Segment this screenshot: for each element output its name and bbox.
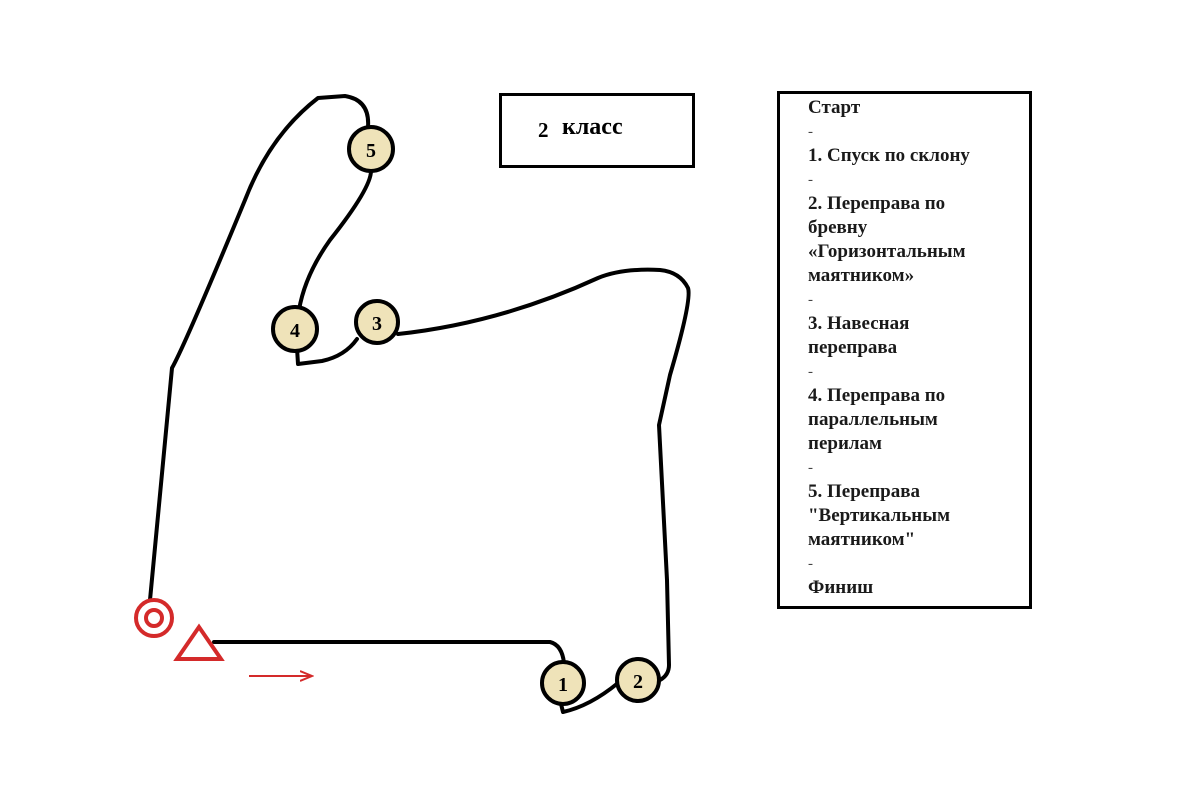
legend-separator: - — [808, 292, 813, 308]
class-word: класс — [562, 114, 623, 140]
legend-separator: - — [808, 172, 813, 188]
legend-stage-5: 5. Переправа "Вертикальным маятником" — [808, 481, 951, 550]
legend-stage-2: 2. Переправа по бревну «Горизонтальным м… — [808, 193, 966, 286]
legend-separator: - — [808, 364, 813, 380]
stage-1-label: 1 — [558, 674, 568, 696]
stage-5-label: 5 — [366, 140, 376, 162]
legend-separator: - — [808, 124, 813, 140]
legend-finish: Финиш — [808, 577, 874, 598]
legend-stage-3: 3. Навесная переправа — [808, 313, 910, 358]
legend-stage-4: 4. Переправа по параллельным перилам — [808, 385, 946, 454]
stage-4-marker: 4 — [271, 305, 319, 353]
legend-separator: - — [808, 556, 813, 572]
stage-4-label: 4 — [290, 320, 300, 342]
route-path — [148, 94, 691, 714]
legend-list: Старт - 1. Спуск по склону - 2. Переправ… — [808, 96, 1023, 600]
class-title-box: 2 класс — [499, 93, 695, 168]
class-number: 2 — [538, 118, 549, 142]
stage-3-label: 3 — [372, 313, 382, 335]
legend-box: Старт - 1. Спуск по склону - 2. Переправ… — [777, 91, 1032, 609]
finish-symbol — [134, 598, 174, 638]
stage-2-marker: 2 — [615, 657, 661, 703]
stage-3-marker: 3 — [354, 299, 400, 345]
stage-1-marker: 1 — [540, 660, 586, 706]
start-triangle-icon — [173, 623, 225, 661]
stage-2-label: 2 — [633, 671, 643, 693]
legend-start: Старт — [808, 97, 861, 118]
legend-separator: - — [808, 460, 813, 476]
legend-stage-1: 1. Спуск по склону — [808, 145, 970, 166]
stage-5-marker: 5 — [347, 125, 395, 173]
